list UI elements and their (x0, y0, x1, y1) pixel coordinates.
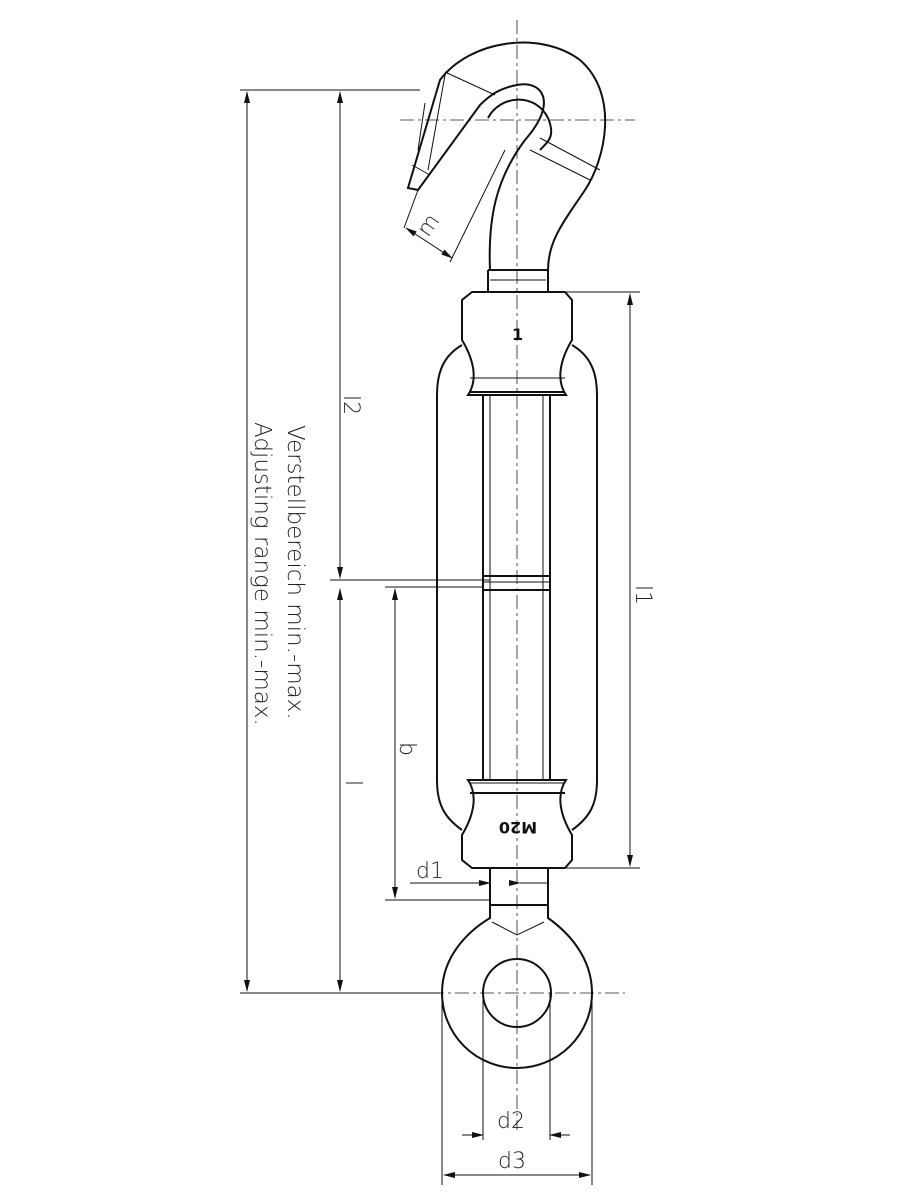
bottom-nut-marking: M20 (499, 818, 537, 837)
top-nut: 1 (461, 291, 573, 396)
dimension-label-l1: l1 (630, 585, 655, 605)
dimension-label-l: l (340, 780, 365, 786)
dimension-label-m: m (412, 210, 445, 242)
dimension-label-l2: l2 (338, 395, 363, 415)
hook (406, 41, 607, 292)
note-german: Verstellbereich min.-max. (282, 425, 308, 720)
eye-bolt (440, 867, 594, 1069)
dimension-label-b: b (394, 742, 419, 756)
top-nut-marking: 1 (512, 325, 523, 344)
dimension-label-d3: d3 (498, 1149, 526, 1174)
dimension-lines (240, 89, 640, 1185)
dimension-label-d1: d1 (416, 859, 444, 884)
dimension-label-d2: d2 (497, 1109, 525, 1134)
note-english: Adjusting range min.-max. (249, 422, 275, 726)
